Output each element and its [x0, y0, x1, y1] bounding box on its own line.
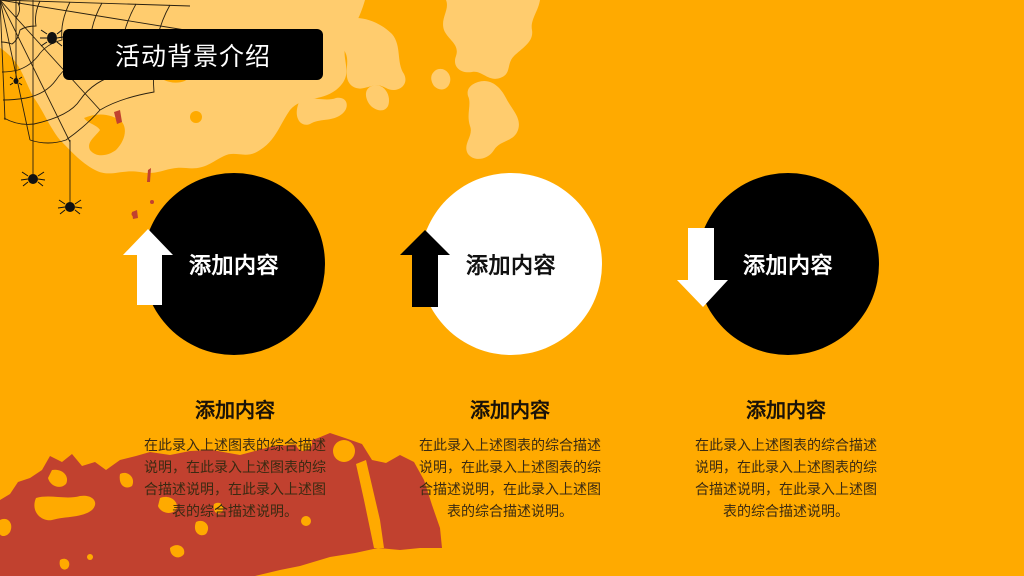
caption-line: 说明，在此录入上述图表的综	[144, 460, 326, 476]
caption-2: 添加内容 在此录入上述图表的综合描述 说明，在此录入上述图表的综 合描述说明，在…	[405, 396, 615, 523]
circle-label: 添加内容	[465, 254, 556, 279]
caption-heading: 添加内容	[746, 398, 826, 422]
circle-item-1[interactable]: 添加内容	[143, 173, 325, 355]
caption-line: 说明，在此录入上述图表的综	[695, 460, 877, 476]
caption-line: 表的综合描述说明。	[172, 504, 298, 520]
red-splash-holes	[0, 435, 384, 570]
caption-line: 合描述说明，在此录入上述图	[419, 482, 601, 498]
light-paint-splash	[0, 0, 540, 174]
caption-line: 表的综合描述说明。	[723, 504, 849, 520]
spider-icon	[20, 171, 46, 187]
caption-line: 合描述说明，在此录入上述图	[144, 482, 326, 498]
circle-label: 添加内容	[188, 254, 279, 279]
circle-item-2[interactable]: 添加内容	[420, 173, 602, 355]
slide-title: 活动背景介绍	[114, 41, 271, 71]
spider-icon	[9, 76, 23, 86]
caption-body: 在此录入上述图表的综合描述 说明，在此录入上述图表的综 合描述说明，在此录入上述…	[130, 435, 340, 523]
caption-heading: 添加内容	[470, 398, 550, 422]
caption-line: 说明，在此录入上述图表的综	[419, 460, 601, 476]
spider-icons	[9, 29, 83, 215]
caption-3: 添加内容 在此录入上述图表的综合描述 说明，在此录入上述图表的综 合描述说明，在…	[681, 396, 891, 523]
caption-heading: 添加内容	[195, 398, 275, 422]
red-flecks	[114, 110, 154, 219]
title-box: 活动背景介绍	[63, 29, 323, 80]
spider-icon	[57, 199, 83, 215]
caption-line: 合描述说明，在此录入上述图	[695, 482, 877, 498]
caption-line: 在此录入上述图表的综合描述	[144, 438, 326, 454]
spider-icon	[40, 29, 64, 47]
circle-item-3[interactable]: 添加内容	[697, 173, 879, 355]
caption-1: 添加内容 在此录入上述图表的综合描述 说明，在此录入上述图表的综 合描述说明，在…	[130, 396, 340, 523]
caption-line: 表的综合描述说明。	[447, 504, 573, 520]
caption-body: 在此录入上述图表的综合描述 说明，在此录入上述图表的综 合描述说明，在此录入上述…	[405, 435, 615, 523]
red-paint-splash	[0, 433, 442, 576]
caption-body: 在此录入上述图表的综合描述 说明，在此录入上述图表的综 合描述说明，在此录入上述…	[681, 435, 891, 523]
caption-line: 在此录入上述图表的综合描述	[419, 438, 601, 454]
caption-line: 在此录入上述图表的综合描述	[695, 438, 877, 454]
circle-label: 添加内容	[742, 254, 833, 279]
